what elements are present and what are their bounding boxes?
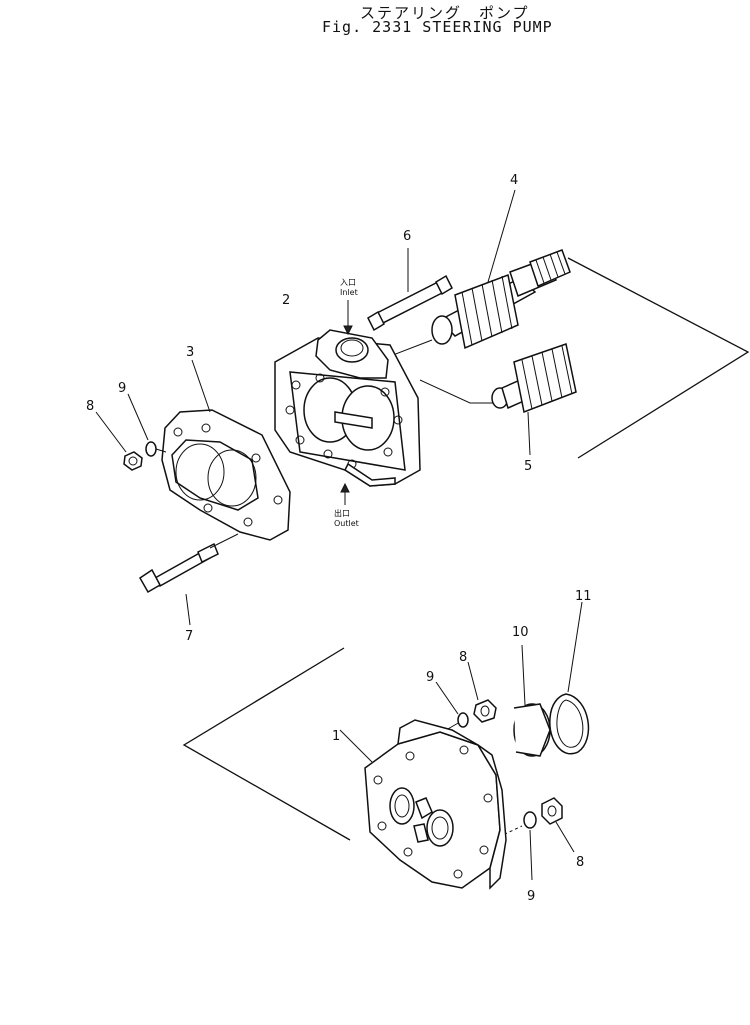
callout-4: 4 (510, 173, 518, 188)
outlet-label: 出口 Outlet (334, 482, 359, 528)
callout-9-lower-bottom: 9 (527, 889, 535, 904)
part-1-front-cover (339, 719, 507, 890)
part-11-snap-ring (549, 601, 590, 755)
callout-11: 11 (575, 589, 592, 604)
part-10-bearing (513, 644, 551, 757)
callout-8-lower-top: 8 (459, 650, 467, 665)
callout-6: 6 (403, 229, 411, 244)
callout-5: 5 (524, 459, 532, 474)
outlet-label-jp: 出口 (334, 508, 350, 518)
part-2-pump-body (274, 329, 421, 487)
callout-labels: 1 2 3 4 5 6 7 8 9 8 9 8 9 10 11 (86, 173, 592, 904)
callout-1: 1 (332, 729, 340, 744)
part-8-nut-lower-bottom (541, 797, 575, 853)
part-6-stud (367, 248, 453, 332)
callout-3: 3 (186, 345, 194, 360)
callout-8-upper: 8 (86, 399, 94, 414)
part-4-drive-gear-shaft (431, 189, 571, 350)
part-9-washer-lower-top (435, 681, 469, 728)
callout-10: 10 (512, 625, 529, 640)
part-8-nut-lower-top (467, 661, 497, 723)
part-9-washer-upper (127, 393, 167, 457)
outlet-label-en: Outlet (334, 519, 359, 528)
inlet-label-en: Inlet (340, 288, 358, 297)
part-5-driven-gear (491, 343, 577, 456)
title-japanese: ステアリング ポンプ (360, 4, 530, 22)
part-8-nut-upper (95, 411, 143, 471)
callout-8-lower-bottom: 8 (576, 855, 584, 870)
title-english: Fig. 2331 STEERING PUMP (322, 18, 553, 36)
callout-9-upper: 9 (118, 381, 126, 396)
part-9-washer-lower-bottom (523, 811, 537, 881)
inlet-label-jp: 入口 (340, 278, 356, 287)
part-7-bolt (139, 533, 239, 626)
callout-7: 7 (185, 629, 193, 644)
callout-2: 2 (282, 293, 290, 308)
inlet-label: 入口 Inlet (340, 278, 358, 336)
callout-9-lower-top: 9 (426, 670, 434, 685)
part-3-cover (161, 359, 291, 541)
